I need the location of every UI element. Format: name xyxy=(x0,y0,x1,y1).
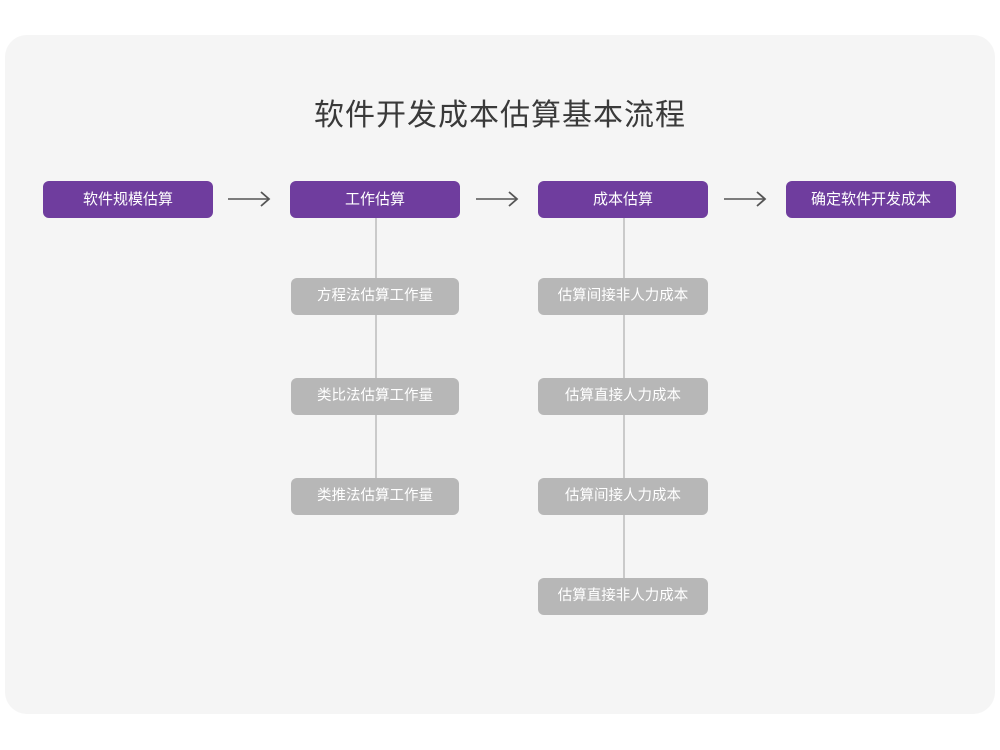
branch-node-direct-nonlabor-cost[interactable]: 估算直接非人力成本 xyxy=(538,578,708,615)
branch-node-equation-method-workload[interactable]: 方程法估算工作量 xyxy=(291,278,459,315)
page-title: 软件开发成本估算基本流程 xyxy=(314,99,686,132)
flow-node-software-scale-estimation[interactable]: 软件规模估算 xyxy=(43,181,213,218)
branch-node-analogous-method-workload[interactable]: 类推法估算工作量 xyxy=(291,478,459,515)
connector-line-work xyxy=(375,218,377,478)
diagram-card xyxy=(5,35,995,714)
flow-node-determine-development-cost[interactable]: 确定软件开发成本 xyxy=(786,181,956,218)
flow-node-cost-estimation[interactable]: 成本估算 xyxy=(538,181,708,218)
arrow-right-icon-3 xyxy=(724,186,772,212)
branch-node-direct-labor-cost[interactable]: 估算直接人力成本 xyxy=(538,378,708,415)
arrow-right-icon-1 xyxy=(228,186,276,212)
branch-node-indirect-labor-cost[interactable]: 估算间接人力成本 xyxy=(538,478,708,515)
branch-node-indirect-nonlabor-cost[interactable]: 估算间接非人力成本 xyxy=(538,278,708,315)
arrow-right-icon-2 xyxy=(476,186,524,212)
branch-node-analogy-method-workload[interactable]: 类比法估算工作量 xyxy=(291,378,459,415)
flow-node-work-estimation[interactable]: 工作估算 xyxy=(290,181,460,218)
